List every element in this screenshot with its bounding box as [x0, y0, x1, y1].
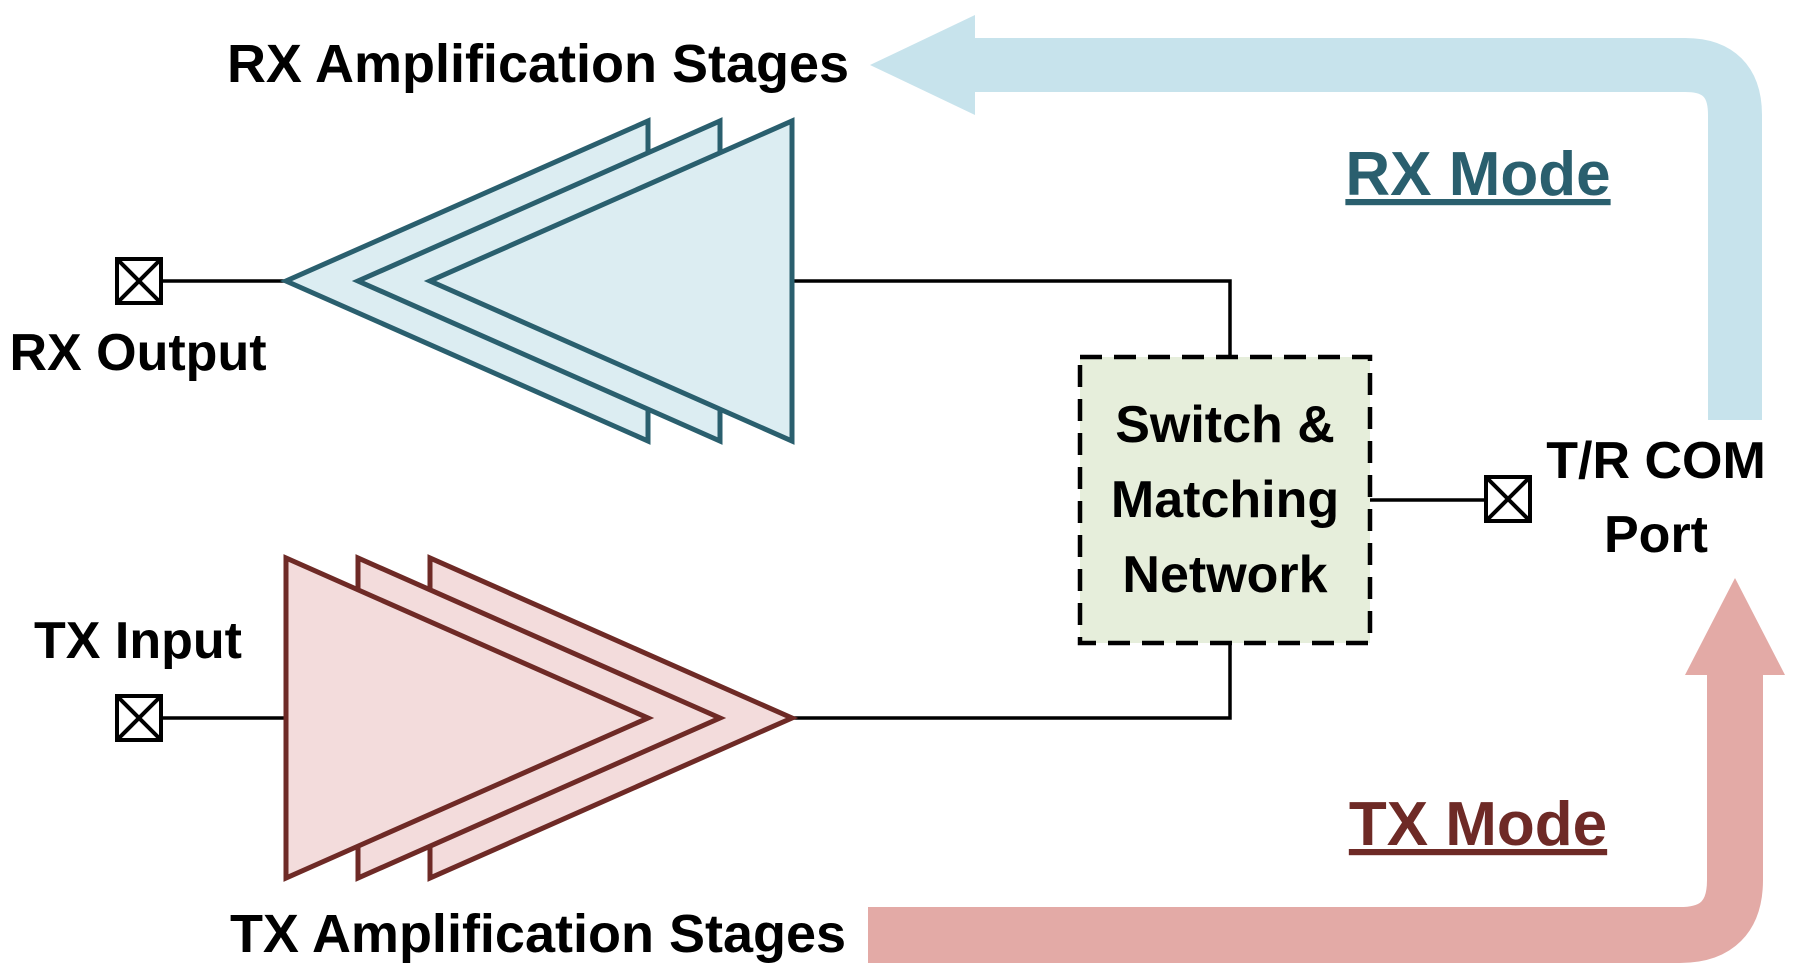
rx-amplifier-stages: [279, 117, 795, 445]
tx-mode-arrowhead: [1685, 578, 1785, 675]
wires: [160, 279, 1495, 720]
rx-amplifier-stage-3: [423, 117, 795, 445]
switch-box-line-3: Network: [1122, 546, 1327, 604]
tx-amplifier-stages: [283, 554, 799, 882]
tx-mode-arrow: [868, 670, 1763, 963]
tx-input-label: TX Input: [34, 612, 242, 670]
rx-mode-arrow: [975, 38, 1762, 420]
tx-mode-label: TX Mode: [1349, 790, 1607, 859]
rx-stages-label: RX Amplification Stages: [227, 34, 849, 94]
tx-stages-label: TX Amplification Stages: [230, 904, 846, 964]
tr-port-label-line-2: Port: [1604, 506, 1708, 564]
rx-output-label: RX Output: [9, 324, 266, 382]
rx-mode-label: RX Mode: [1345, 140, 1610, 209]
tr-port-label-line-1: T/R COM: [1546, 432, 1766, 490]
port-terminal-icon: [1484, 475, 1532, 523]
port-terminal-icon: [115, 257, 163, 305]
port-terminal-icon: [115, 694, 163, 742]
rx-mode-arrowhead: [870, 15, 975, 115]
switch-matching-network-box: [1077, 354, 1373, 646]
switch-box-line-1: Switch &: [1115, 396, 1335, 454]
tx-amplifier-stage-1: [283, 554, 655, 882]
switch-box-line-2: Matching: [1111, 471, 1339, 529]
